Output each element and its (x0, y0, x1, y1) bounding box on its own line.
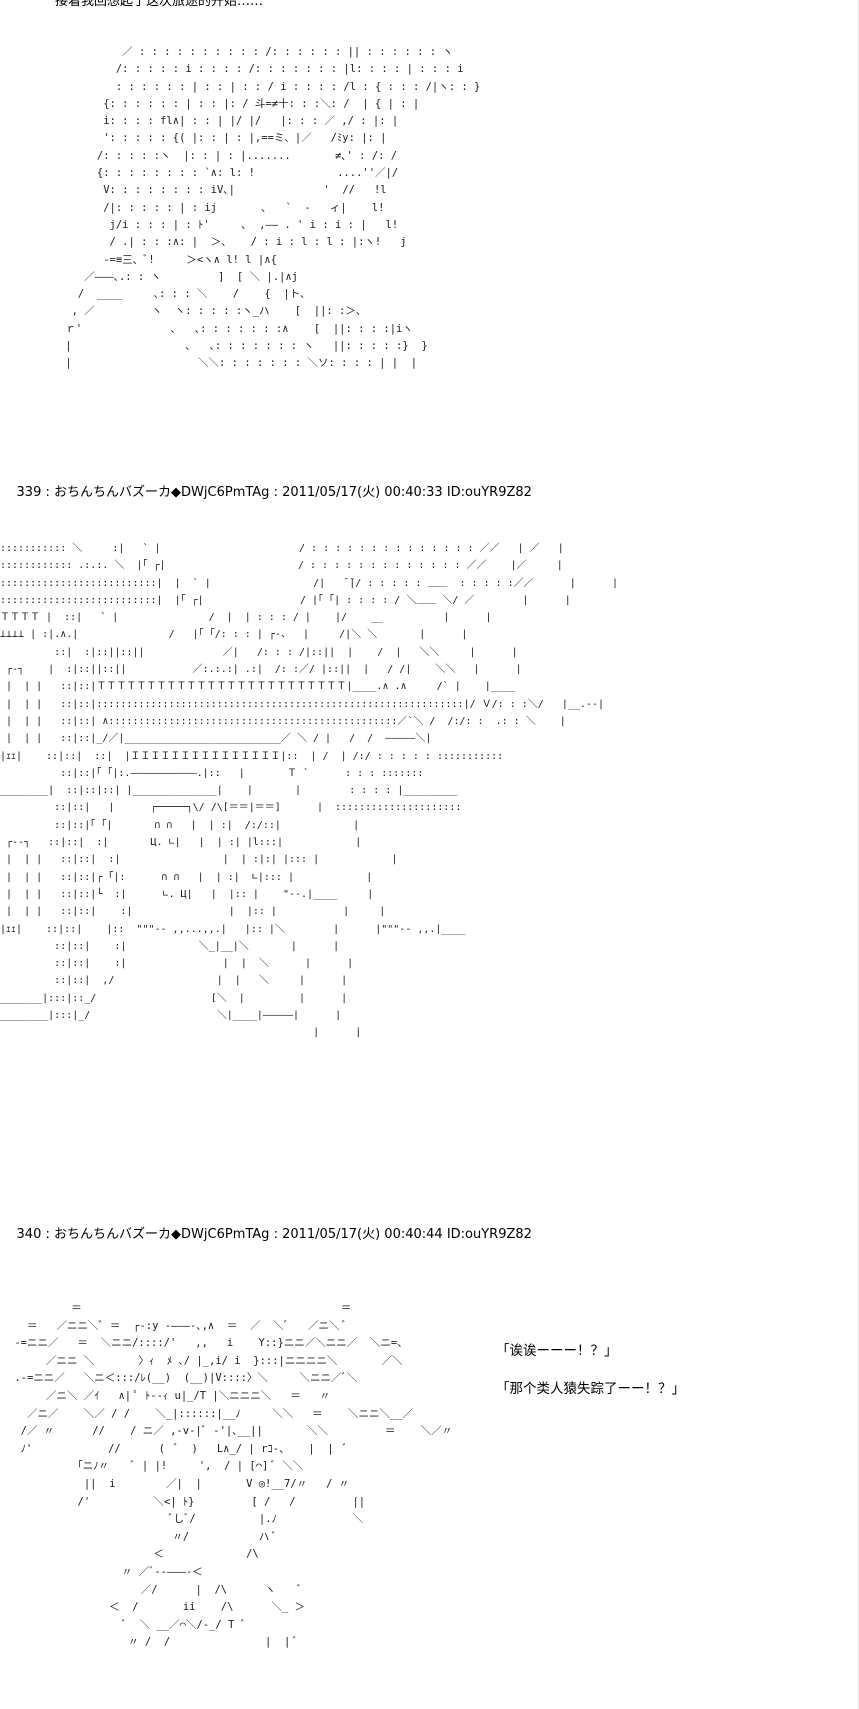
post-separator: : (41, 485, 55, 500)
post-separator: : (269, 1227, 283, 1242)
post-datetime: 2011/05/17(火) 00:40:33 (282, 485, 443, 500)
ascii-art-girl: ／ : : : : : : : : : : /: : : : : : || : … (65, 46, 481, 370)
post-separator: : (269, 485, 283, 500)
narration-text: 接着我回想起了这次旅途的开始…… (55, 0, 264, 9)
ascii-art-crowd: ＝ ＝ ＝ ／ニニ＼ﾞ ＝ ┌-:y ‐―――-､,∧ ＝ ／ ＼ﾞ ／ニ＼ ﾞ… (14, 1302, 453, 1649)
poster-trip: ◆DWjC6PmTAg (171, 1227, 270, 1242)
post-header-339: 339 : おちんちんバズーカ◆DWjC6PmTAg : 2011/05/17(… (0, 469, 532, 517)
dialogue-line-1: 「诶诶ーーー！？」 (496, 1343, 618, 1359)
poster-trip: ◆DWjC6PmTAg (171, 485, 270, 500)
post-id: ID:ouYR9Z82 (446, 485, 532, 500)
post-datetime: 2011/05/17(火) 00:40:44 (282, 1227, 443, 1242)
ascii-art-castle: ::::::::::: ＼ :| ` | / : : : : : : : : :… (0, 543, 618, 1039)
post-id: ID:ouYR9Z82 (446, 1227, 532, 1242)
post-header-340: 340 : おちんちんバズーカ◆DWjC6PmTAg : 2011/05/17(… (0, 1211, 532, 1259)
poster-name: おちんちんバズーカ (54, 1227, 172, 1242)
poster-name: おちんちんバズーカ (54, 485, 172, 500)
post-number: 340 (16, 1227, 42, 1242)
dialogue-line-2: 「那个类人猿失踪了ーー！？」 (496, 1381, 685, 1397)
post-number: 339 (16, 485, 42, 500)
post-separator: : (41, 1227, 55, 1242)
